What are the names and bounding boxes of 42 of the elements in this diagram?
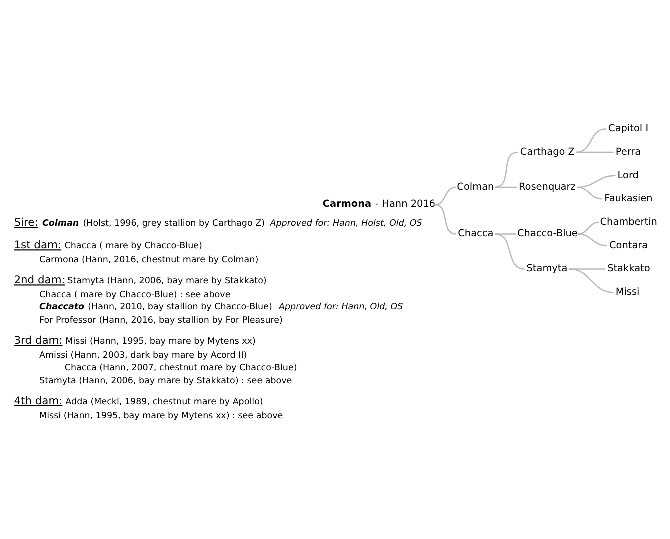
node-text: Chacco-Blue [518,228,578,240]
connector [495,186,518,188]
connector [495,233,525,270]
connector [577,186,602,200]
node-text: Carmona - Hann 2016 [322,198,436,210]
label: For Professor (Hann, 2016, bay stallion by For Pleasure) [40,316,283,326]
node-text: Faukasien [604,193,653,204]
connector [495,151,518,188]
connector [434,186,456,206]
node-text: Chambertin [600,216,658,228]
connector [577,174,616,188]
connector [434,204,456,234]
label: Stamyta (Hann, 2006, bay mare by Stakkato) : see above [40,376,292,386]
label: 2nd dam: Stamyta (Hann, 2006, bay mare by Stakkato) [14,273,267,286]
node-text: Capitol I [608,123,649,134]
node-text: Colman [457,181,494,192]
node-text: Chacca [458,228,494,240]
label: Chacca (Hann, 2007, chestnut mare by Chacco-Blue) [64,363,298,374]
connector [570,268,614,293]
node-text: Contara [610,240,648,251]
label: Missi (Hann, 1995, bay mare by Mytens xx) : see above [40,410,284,421]
connector [570,268,606,270]
label: 1st dam: Chacca ( mare by Chacco-Blue) [14,238,202,252]
connector [495,233,517,234]
connector [576,151,614,153]
node-text: Stakkato [608,263,650,274]
label: 4th dam: Adda (Meckl, 1989, chestnut mare by Apollo) [14,394,264,407]
node-text: Perra [616,146,642,158]
connector [578,221,600,234]
node-text: Carthago Z [520,146,575,158]
connector [578,233,608,246]
label: Chaccato (Hann, 2010, bay stallion by Chacco-Blue) Approved for: Hann, Old, OS [40,302,404,312]
label: Amissi (Hann, 2003, dark bay mare by Acord II) [40,350,248,361]
node-text: Stamyta [526,263,568,274]
node-text: Missi [616,286,640,298]
label: Chacca ( mare by Chacco-Blue) : see above [40,290,231,300]
connector [576,128,606,153]
label: Sire: Colman (Holst, 1996, grey stallion by Carthago Z) Approved for: Hann, Holst, Old, OS [14,216,422,229]
node-text: Lord [618,170,639,181]
label: 3rd dam: Missi (Hann, 1995, bay mare by Mytens xx) [14,334,256,347]
node-text: Rosenquarz [518,181,576,192]
label: Carmona (Hann, 2016, chestnut mare by Colman) [40,255,259,266]
